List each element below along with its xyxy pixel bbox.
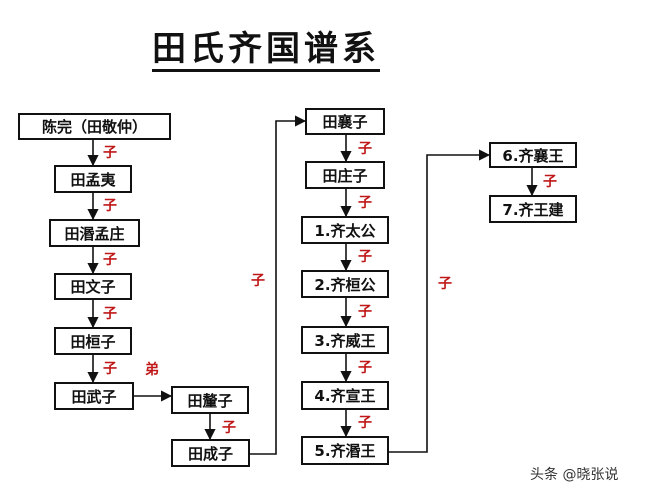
node-tian-lizi: 田釐子 bbox=[171, 386, 249, 414]
relation-label-son: 子 bbox=[358, 304, 372, 320]
title-underline bbox=[152, 69, 380, 72]
node-chen-wan: 陈完（田敬仲） bbox=[18, 113, 171, 140]
node-qi-wangjian: 7.齐王建 bbox=[489, 195, 577, 223]
node-qi-weiwang: 3.齐威王 bbox=[301, 326, 389, 354]
node-qi-huangong: 2.齐桓公 bbox=[301, 270, 389, 298]
relation-label-son: 子 bbox=[103, 252, 117, 268]
relation-label-son: 子 bbox=[103, 145, 117, 161]
node-qi-minwang: 5.齐湣王 bbox=[301, 436, 389, 465]
arrow-chengzi-xiangzi bbox=[250, 115, 307, 455]
relation-label-son: 子 bbox=[543, 174, 557, 190]
relation-label-son: 子 bbox=[358, 141, 372, 157]
node-tian-min-mengzhuang: 田湣孟庄 bbox=[49, 219, 140, 247]
relation-label-son: 子 bbox=[103, 198, 117, 214]
relation-label-brother: 弟 bbox=[145, 362, 159, 378]
relation-label-son: 子 bbox=[251, 273, 265, 289]
node-tian-huanzi: 田桓子 bbox=[54, 327, 132, 355]
node-tian-wuzi: 田武子 bbox=[54, 382, 134, 410]
node-tian-mengyi: 田孟夷 bbox=[54, 165, 132, 193]
relation-label-son: 子 bbox=[222, 420, 236, 436]
watermark: 头条 @晓张说 bbox=[530, 467, 619, 483]
arrow-minwang-xiangwang bbox=[389, 149, 491, 453]
relation-label-son: 子 bbox=[103, 306, 117, 322]
relation-label-son: 子 bbox=[358, 249, 372, 265]
node-tian-xiangzi: 田襄子 bbox=[305, 108, 385, 135]
relation-label-son: 子 bbox=[358, 360, 372, 376]
relation-label-son: 子 bbox=[358, 195, 372, 211]
node-tian-chengzi: 田成子 bbox=[171, 439, 250, 467]
node-tian-wenzi: 田文子 bbox=[54, 273, 132, 300]
relation-label-son: 子 bbox=[103, 361, 117, 377]
node-qi-xiangwang: 6.齐襄王 bbox=[489, 142, 577, 168]
node-tian-zhuangzi: 田庄子 bbox=[305, 161, 385, 189]
node-qi-xuanwang: 4.齐宣王 bbox=[301, 381, 389, 410]
relation-label-son: 子 bbox=[358, 415, 372, 431]
node-qi-taigong: 1.齐太公 bbox=[301, 216, 389, 244]
relation-label-son: 子 bbox=[438, 276, 452, 292]
chart-title: 田氏齐国谱系 bbox=[152, 29, 380, 69]
